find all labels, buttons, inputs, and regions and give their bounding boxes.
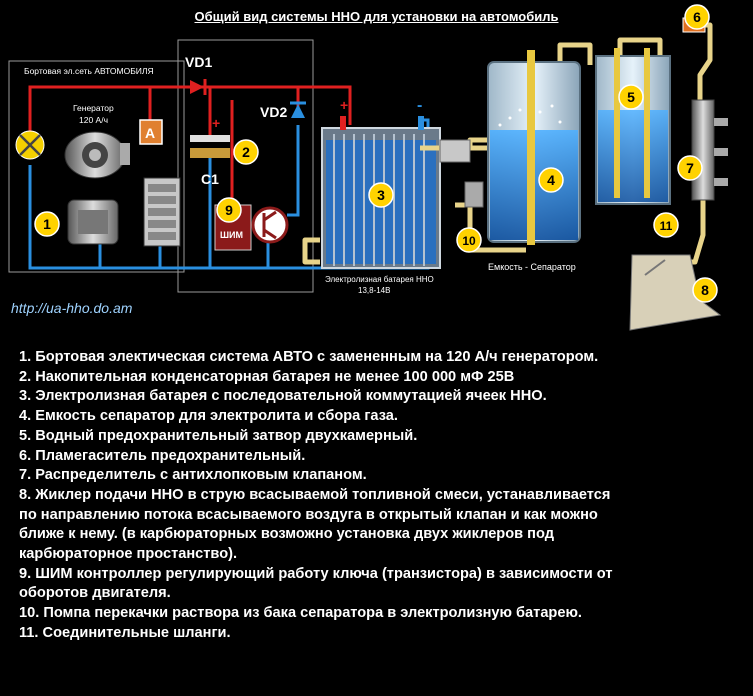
marker-7-label: 7 [686,160,694,176]
marker-2: 2 [233,139,259,165]
legend-line: 4. Емкость сепаратор для электролита и с… [19,408,398,425]
wire-positive [28,85,352,205]
marker-8: 8 [692,277,718,303]
generator-label-2: 120 А/ч [79,115,108,125]
water-lock-icon [595,48,671,205]
legend-line: 5. Водный предохранительный затвор двухк… [19,427,418,444]
c1-label: C1 [201,171,219,187]
marker-3: 3 [368,182,394,208]
legend-line: 9. ШИМ контроллер регулирующий работу кл… [19,565,613,582]
marker-10-label: 10 [462,234,476,248]
legend-line: 11. Соединительные шланги. [19,624,231,641]
fuse-block-icon [143,177,181,247]
marker-5-label: 5 [627,89,635,105]
marker-11: 11 [653,212,679,238]
title-bar: Общий вид системы ННО для установки на а… [0,8,753,26]
vd2-label: VD2 [260,104,287,120]
marker-4: 4 [538,167,564,193]
site-url: http://ua-hho.do.am [11,300,133,316]
marker-4-label: 4 [547,172,555,188]
pwm-label: ШИМ [220,230,243,240]
valve-block [439,139,471,163]
legend-list: 1. Бортовая электическая система АВТО с … [19,348,744,644]
marker-8-label: 8 [701,282,709,298]
distributor-icon [691,99,728,201]
marker-3-label: 3 [377,187,385,203]
page-title: Общий вид системы ННО для установки на а… [194,9,559,24]
legend-line: 2. Накопительная конденсаторная батарея … [19,368,515,385]
legend-line: 6. Пламегаситель предохранительный. [19,447,306,464]
capacitor-plus-sign: + [212,115,220,131]
marker-6: 6 [684,4,710,30]
pump-icon [464,181,484,208]
battery-label-2: 13,8-14В [358,286,390,295]
legend-line: 10. Помпа перекачки раствора из бака сеп… [19,605,582,622]
legend-line: карбюраторное простанство). [19,546,238,563]
diode-vd1-icon [190,79,207,95]
battery-label-1: Электролизная батарея ННО [325,275,434,284]
diode-vd2-icon [290,101,306,118]
battery-plus-sign: + [340,97,348,113]
battery-minus-sign: - [417,97,422,114]
onboard-network-label: Бортовая эл.сеть АВТОМОБИЛЯ [24,66,154,76]
ammeter-label: A [145,125,155,141]
marker-9-label: 9 [225,202,233,218]
legend-line: 1. Бортовая электическая система АВТО с … [19,349,599,365]
regulator-icon [67,199,119,245]
legend-line: ближе к нему. (в карбюраторных возможно … [19,526,554,543]
marker-11-label: 11 [660,219,673,233]
marker-1-label: 1 [43,216,51,232]
transistor-icon [251,206,289,244]
marker-5: 5 [618,84,644,110]
separator-tank-icon [487,50,581,245]
legend-line: оборотов двигателя. [19,585,171,602]
separator-label: Емкость - Сепаратор [488,262,576,272]
lamp-icon [15,130,45,160]
legend-line: 8. Жиклер подачи ННО в струю всасываемой… [19,486,611,503]
legend-line: 7. Распределитель с антихлопковым клапан… [19,467,367,484]
marker-9: 9 [216,197,242,223]
control-frame [177,39,314,293]
generator-icon [64,131,130,179]
onboard-network-frame: Бортовая эл.сеть АВТОМОБИЛЯ [8,60,185,273]
generator-label-1: Генератор [73,103,114,113]
marker-10: 10 [456,227,482,253]
marker-6-label: 6 [693,9,701,25]
legend-line: по направлению потока всасываемого возду… [19,506,598,523]
marker-1: 1 [34,211,60,237]
carburetor-icon [629,254,722,331]
vd1-label: VD1 [185,54,212,70]
capacitor-c1-icon [190,135,230,158]
marker-2-label: 2 [242,144,250,160]
system-diagram: Бортовая эл.сеть АВТОМОБИЛЯ Генератор 12… [8,4,728,331]
legend-line: 3. Электролизная батарея с последователь… [19,388,547,405]
ammeter-icon: A [139,119,163,145]
marker-7: 7 [677,155,703,181]
